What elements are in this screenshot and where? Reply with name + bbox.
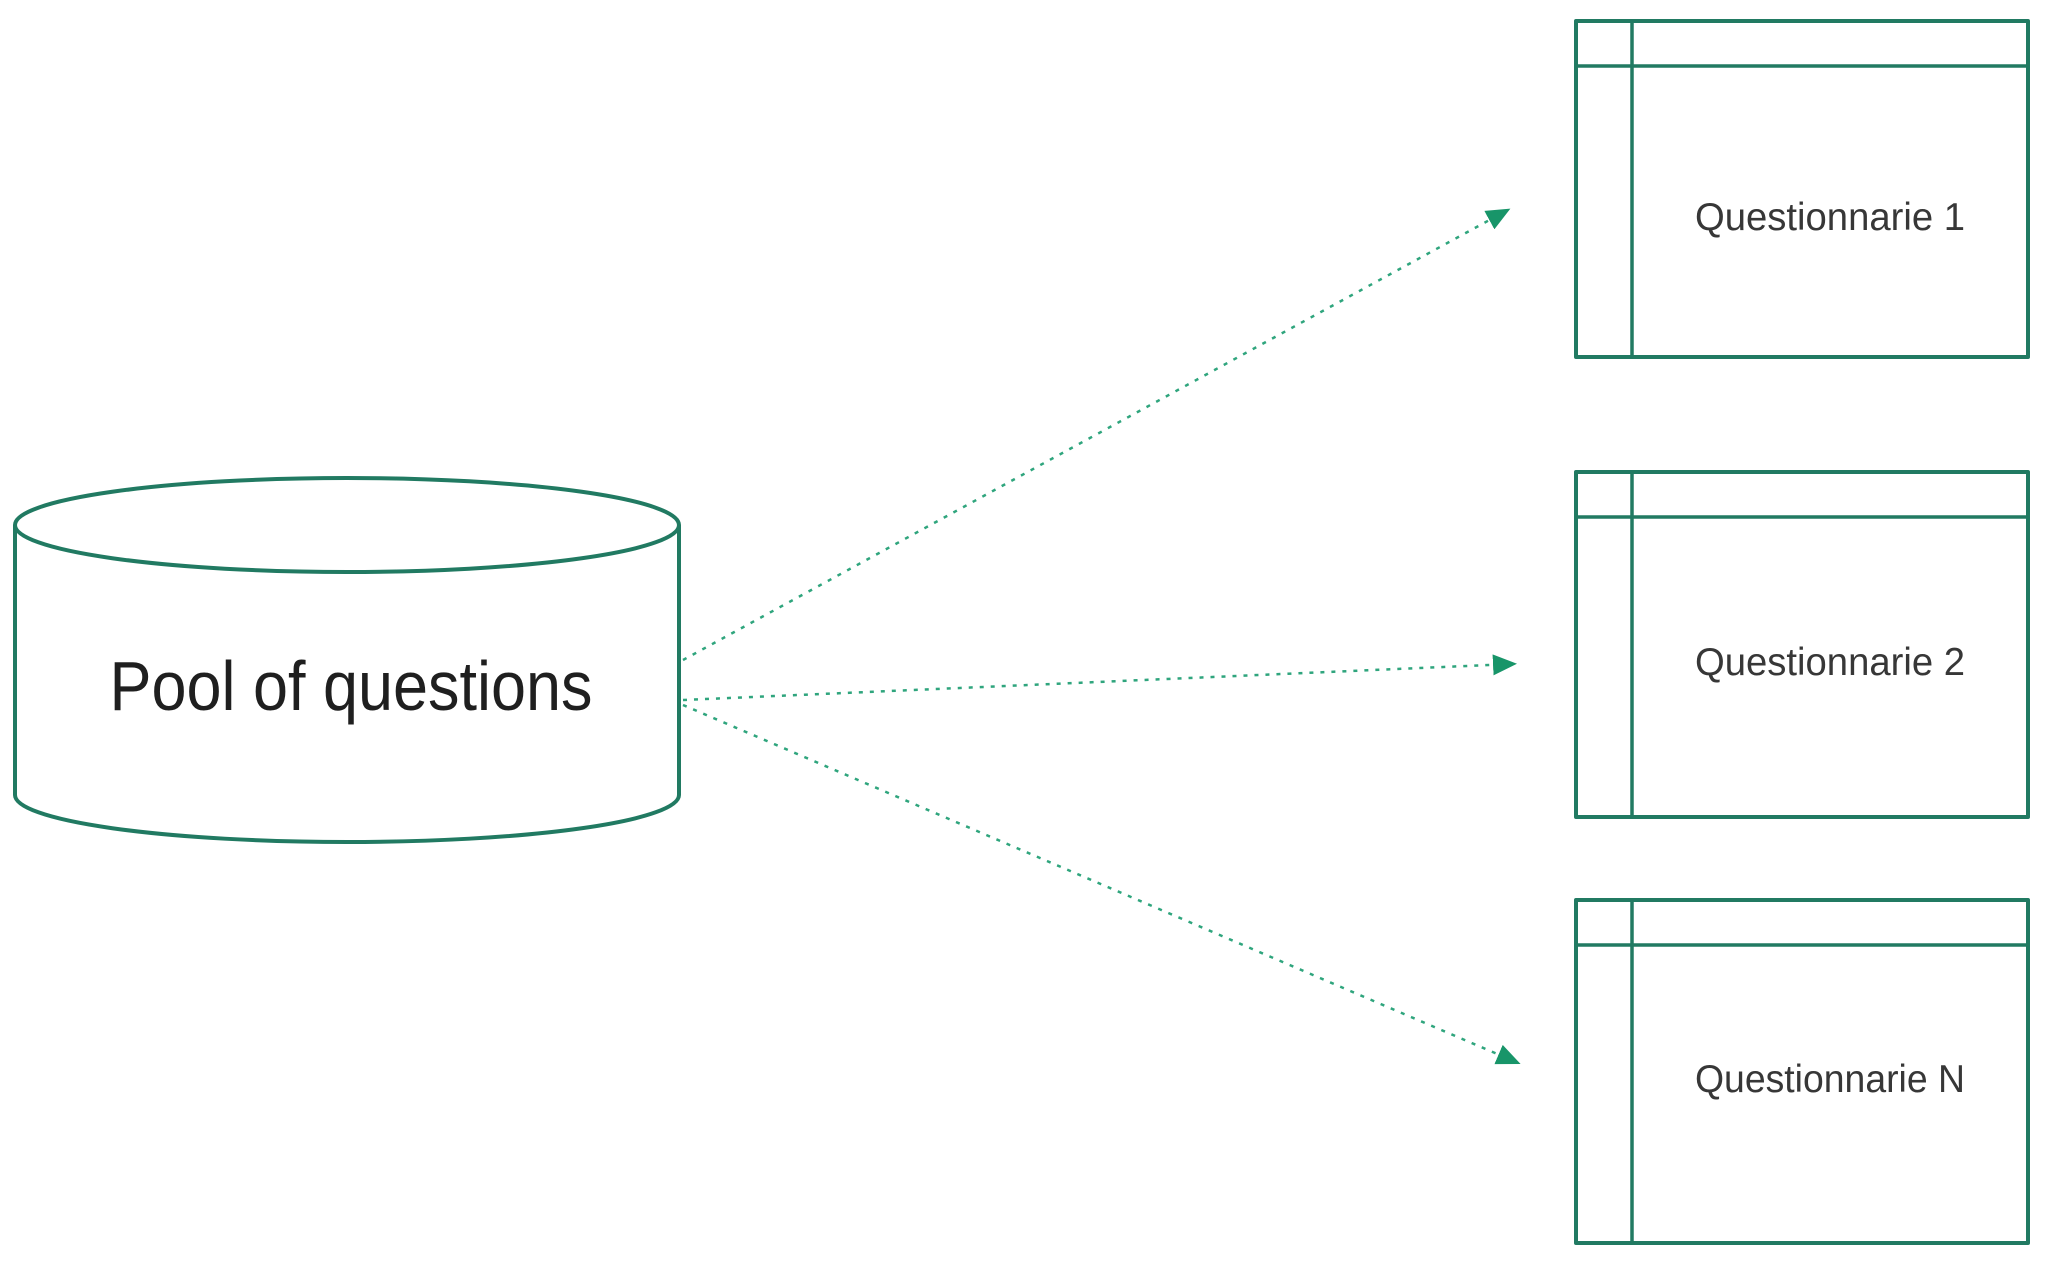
questionnaire-box-1 [1574,19,2030,359]
questionnaire-label-n: Questionnarie N [1695,1058,1965,1101]
questionnaire-node-n: Questionnarie N [1574,898,2030,1245]
connector-pool-to-questionnaire-2 [682,654,1517,702]
connector-pool-to-questionnaire-n [682,703,1521,1065]
questionnaire-label-2: Questionnarie 2 [1695,641,1965,684]
questionnaire-node-2: Questionnarie 2 [1574,470,2030,819]
pool-node: Pool of questions [13,476,681,844]
questionnaire-label-1: Questionnarie 1 [1695,196,1965,239]
database-cylinder-body [13,525,681,844]
questionnaire-node-1: Questionnarie 1 [1574,19,2030,359]
database-cylinder-top [13,476,681,574]
connectors [682,208,1521,1065]
pool-label: Pool of questions [110,647,593,725]
connector-pool-to-questionnaire-1 [682,208,1511,662]
questionnaire-box-2 [1574,470,2030,819]
questionnaire-box-n [1574,898,2030,1245]
